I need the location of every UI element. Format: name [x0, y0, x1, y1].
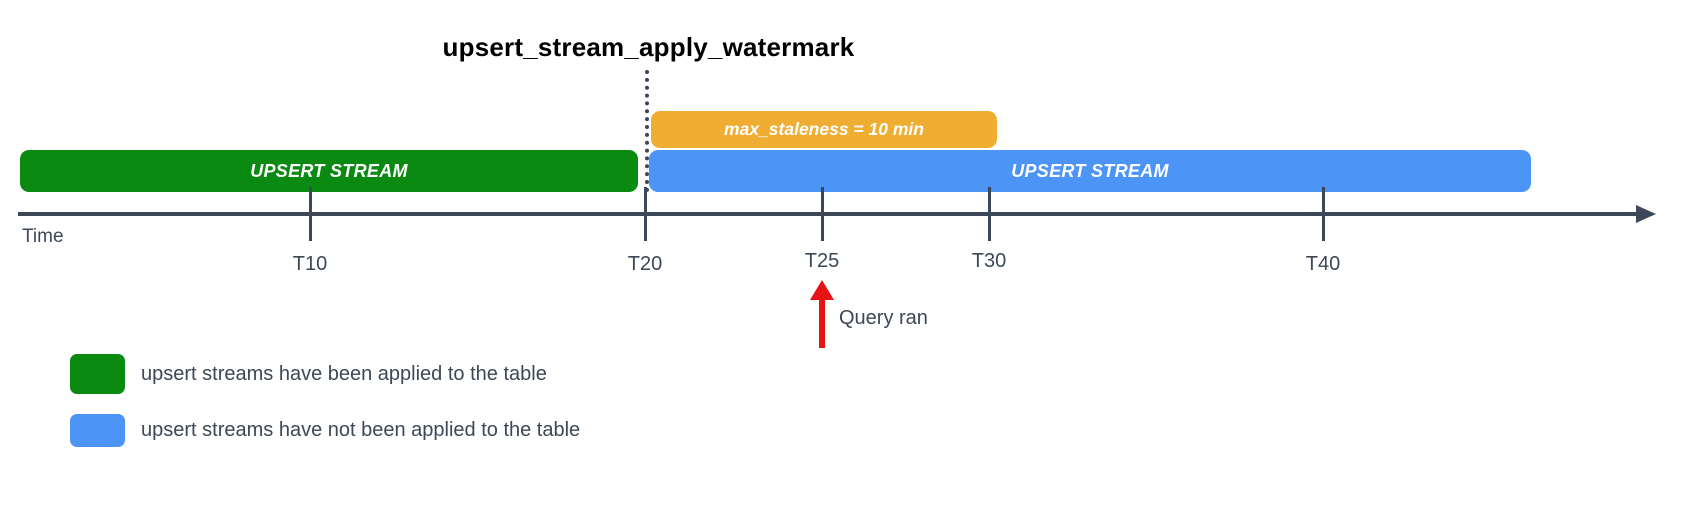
time-axis-arrow-icon: [1636, 205, 1656, 223]
tick-mark-t20: [644, 187, 647, 241]
legend-swatch-green: [70, 354, 125, 394]
tick-mark-t25: [821, 187, 824, 241]
legend-label-not-applied: upsert streams have not been applied to …: [141, 419, 581, 441]
upsert-stream-bar-not-applied: UPSERT STREAM: [649, 150, 1531, 192]
watermark-dotted-line: [645, 70, 649, 192]
tick-label-t10: T10: [292, 253, 328, 275]
page-title: upsert_stream_apply_watermark: [442, 32, 855, 62]
legend-label-applied: upsert streams have been applied to the …: [141, 362, 547, 385]
max-staleness-badge: max_staleness = 10 min: [651, 111, 997, 148]
legend-item-applied: upsert streams have been applied to the …: [70, 354, 547, 394]
tick-label-t25: T25: [804, 250, 840, 272]
time-axis-line: [18, 212, 1640, 216]
tick-label-t20: T20: [627, 253, 663, 275]
legend-item-not-applied: upsert streams have not been applied to …: [70, 414, 580, 447]
query-ran-arrow-shaft: [819, 297, 825, 348]
time-axis-label: Time: [22, 226, 64, 247]
tick-mark-t40: [1322, 187, 1325, 241]
tick-mark-t30: [988, 187, 991, 241]
query-ran-arrow-icon: [810, 280, 834, 300]
legend-swatch-blue: [70, 414, 125, 447]
query-ran-label: Query ran: [839, 307, 928, 329]
upsert-stream-bar-applied: UPSERT STREAM: [20, 150, 638, 192]
tick-mark-t10: [309, 187, 312, 241]
tick-label-t40: T40: [1305, 253, 1341, 275]
tick-label-t30: T30: [971, 250, 1007, 272]
